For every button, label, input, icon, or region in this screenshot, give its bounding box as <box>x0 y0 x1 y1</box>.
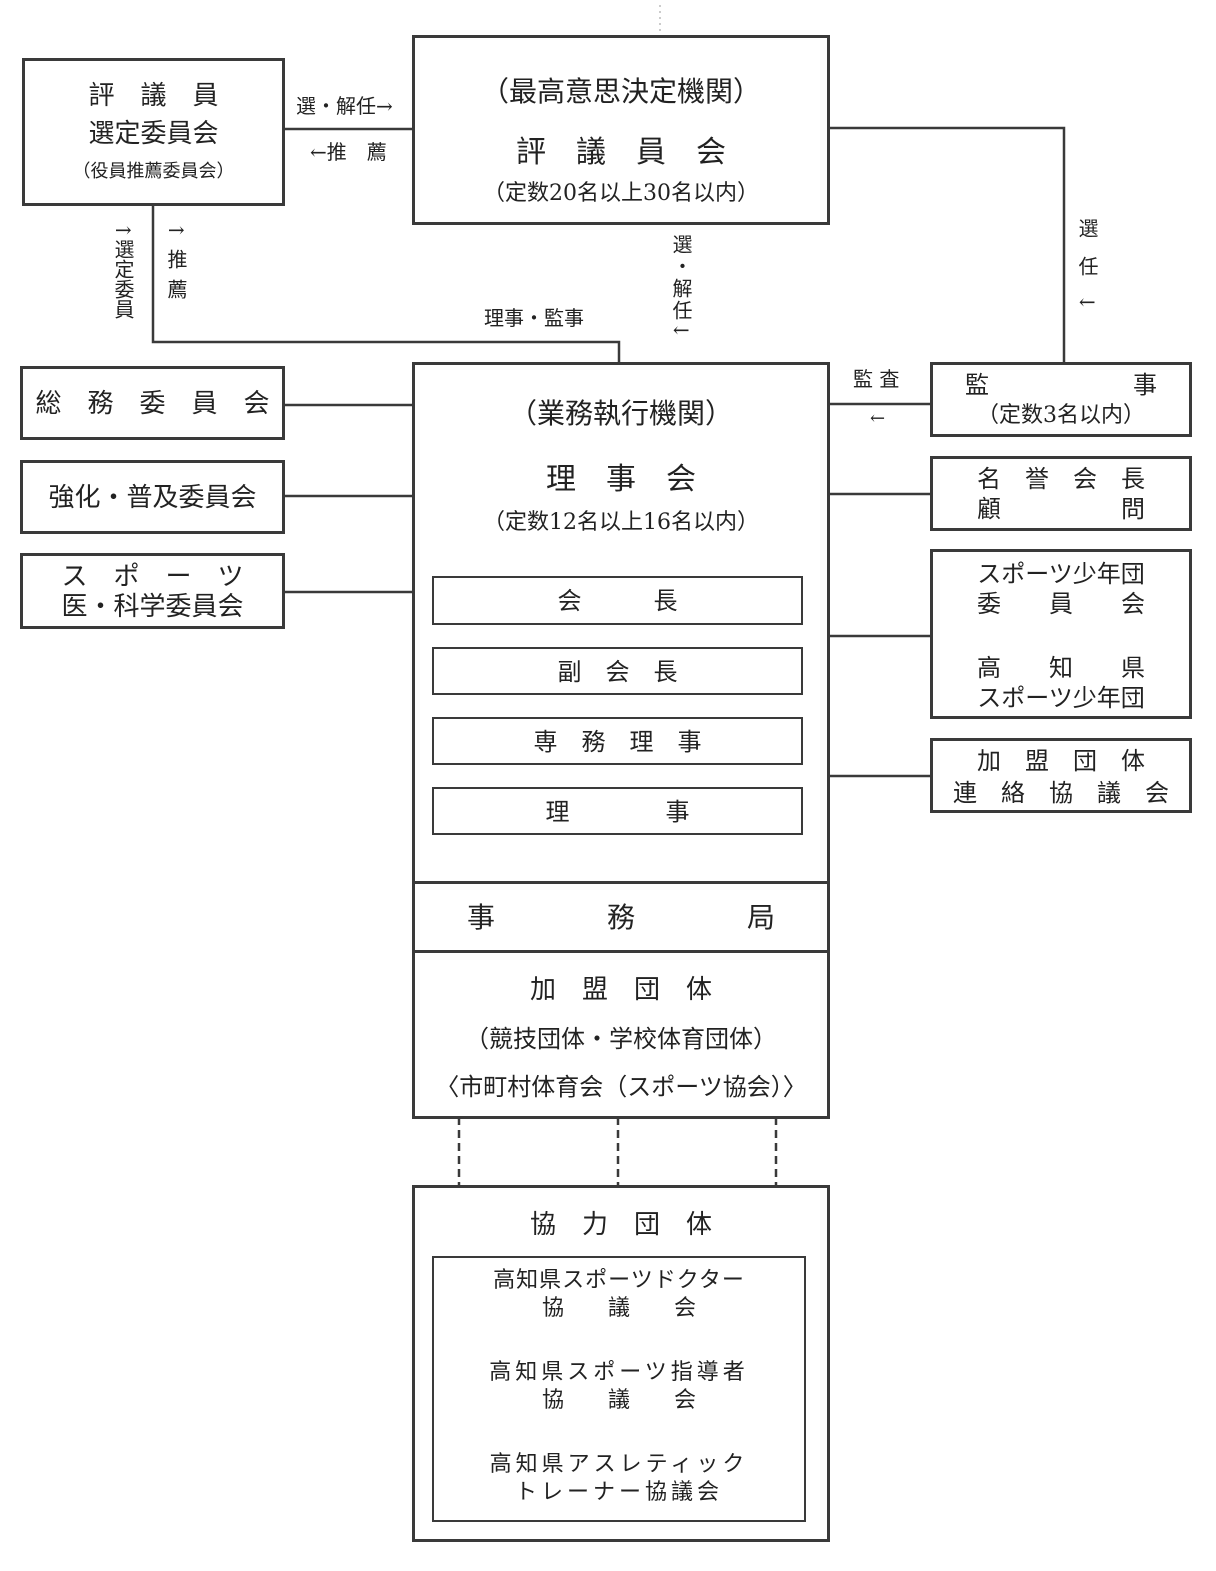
role-box-vice-president: 副 会 長 <box>432 647 803 695</box>
role-president: 会 長 <box>557 587 678 615</box>
general-affairs-committee-label: 総 務 委 員 会 <box>35 389 270 419</box>
left-select-label: ↑選定委員 <box>111 222 135 319</box>
cooperating-item-1-line2: 協 議 会 <box>541 1296 696 1321</box>
general-affairs-committee-box: 総 務 委 員 会 <box>20 366 285 440</box>
left-recommend-label: ↑推薦 <box>164 222 188 309</box>
audit-label: 監 査 <box>853 367 900 391</box>
right-select-label: 選任↓ <box>1075 218 1099 329</box>
secretariat-box: 事 務 局 <box>412 881 830 953</box>
youth-sports-box: スポーツ少年団 委 員 会 高 知 県 スポーツ少年団 <box>930 549 1192 719</box>
selection-committee-line3: （役員推薦委員会） <box>72 161 235 182</box>
council-title: 評 議 員 会 <box>516 135 726 170</box>
cooperating-item-2-line2: 協 議 会 <box>541 1388 696 1413</box>
center-select-dismiss-label: 選・解任↓ <box>669 234 693 341</box>
liaison-line2: 連 絡 協 議 会 <box>953 779 1169 807</box>
youth-committee-line1: スポーツ少年団 <box>977 560 1145 588</box>
council-box: （最高意思決定機関） 評 議 員 会 （定数20名以上30名以内） <box>412 35 830 225</box>
role-managing-director: 専 務 理 事 <box>533 728 702 756</box>
role-director: 理 事 <box>545 798 690 826</box>
select-dismiss-right-label: 選・解任→ <box>296 94 393 118</box>
honorary-box: 名 誉 会 長 顧 問 <box>930 456 1192 531</box>
youth-group-line2: スポーツ少年団 <box>977 684 1145 712</box>
member-organizations-title: 加 盟 団 体 <box>529 975 712 1005</box>
executive-heading: （業務執行機関） <box>508 397 733 430</box>
role-box-president: 会 長 <box>432 576 803 625</box>
sports-medicine-committee-box: ス ポ ー ツ 医・科学委員会 <box>20 553 285 629</box>
youth-group-line1: 高 知 県 <box>977 654 1145 682</box>
liaison-council-box: 加 盟 団 体 連 絡 協 議 会 <box>930 738 1192 813</box>
auditor-box: 監 事 （定数3名以内） <box>930 362 1192 437</box>
strengthening-committee-box: 強化・普及委員会 <box>20 460 285 534</box>
cooperating-item-2-line1: 高知県スポーツ指導者 <box>489 1360 749 1385</box>
cooperating-list-box: 高知県スポーツドクター 協 議 会 高知県スポーツ指導者 協 議 会 高知県アス… <box>432 1256 806 1522</box>
auditor-line2: （定数3名以内） <box>977 403 1145 428</box>
liaison-line1: 加 盟 団 体 <box>977 747 1145 775</box>
council-note: （定数20名以上30名以内） <box>483 181 759 206</box>
selection-committee-line1: 評 議 員 <box>88 81 219 111</box>
role-box-director: 理 事 <box>432 787 803 835</box>
council-heading: （最高意思決定機関） <box>480 75 761 108</box>
audit-arrow: ← <box>870 408 886 429</box>
sports-medicine-committee-line2: 医・科学委員会 <box>61 592 244 622</box>
cooperating-item-3-line2: トレーナー協議会 <box>514 1480 723 1505</box>
sports-medicine-committee-line1: ス ポ ー ツ <box>61 562 244 592</box>
selection-committee-line2: 選定委員会 <box>88 119 219 149</box>
youth-committee-line2: 委 員 会 <box>977 590 1145 618</box>
auditor-line1: 監 事 <box>965 371 1157 399</box>
recommend-left-label: ←推 薦 <box>310 140 387 164</box>
role-vice-president: 副 会 長 <box>557 658 678 686</box>
connector-council-auditor <box>828 126 1066 364</box>
member-organizations-box: 加 盟 団 体 （競技団体・学校体育団体） 〈市町村体育会（スポーツ協会）〉 <box>412 950 830 1119</box>
executive-title: 理 事 会 <box>546 462 696 497</box>
director-auditor-label: 理事・監事 <box>484 306 584 330</box>
honorary-line1: 名 誉 会 長 <box>977 465 1145 493</box>
member-organizations-line3: 〈市町村体育会（スポーツ協会）〉 <box>435 1073 807 1101</box>
honorary-line2: 顧 問 <box>977 495 1145 523</box>
cooperating-item-3-line1: 高知県アスレティック <box>489 1452 749 1477</box>
role-box-managing-director: 専 務 理 事 <box>432 717 803 765</box>
selection-committee-box: 評 議 員 選定委員会 （役員推薦委員会） <box>22 58 285 206</box>
strengthening-committee-label: 強化・普及委員会 <box>48 483 257 513</box>
connector-committee-directors <box>151 204 621 364</box>
executive-note: （定数12名以上16名以内） <box>483 510 759 535</box>
cooperating-item-1-line1: 高知県スポーツドクター <box>493 1268 745 1293</box>
secretariat-label: 事 務 局 <box>466 901 775 934</box>
cooperating-title: 協 力 団 体 <box>529 1210 712 1240</box>
member-organizations-line2: （競技団体・学校体育団体） <box>465 1025 777 1053</box>
